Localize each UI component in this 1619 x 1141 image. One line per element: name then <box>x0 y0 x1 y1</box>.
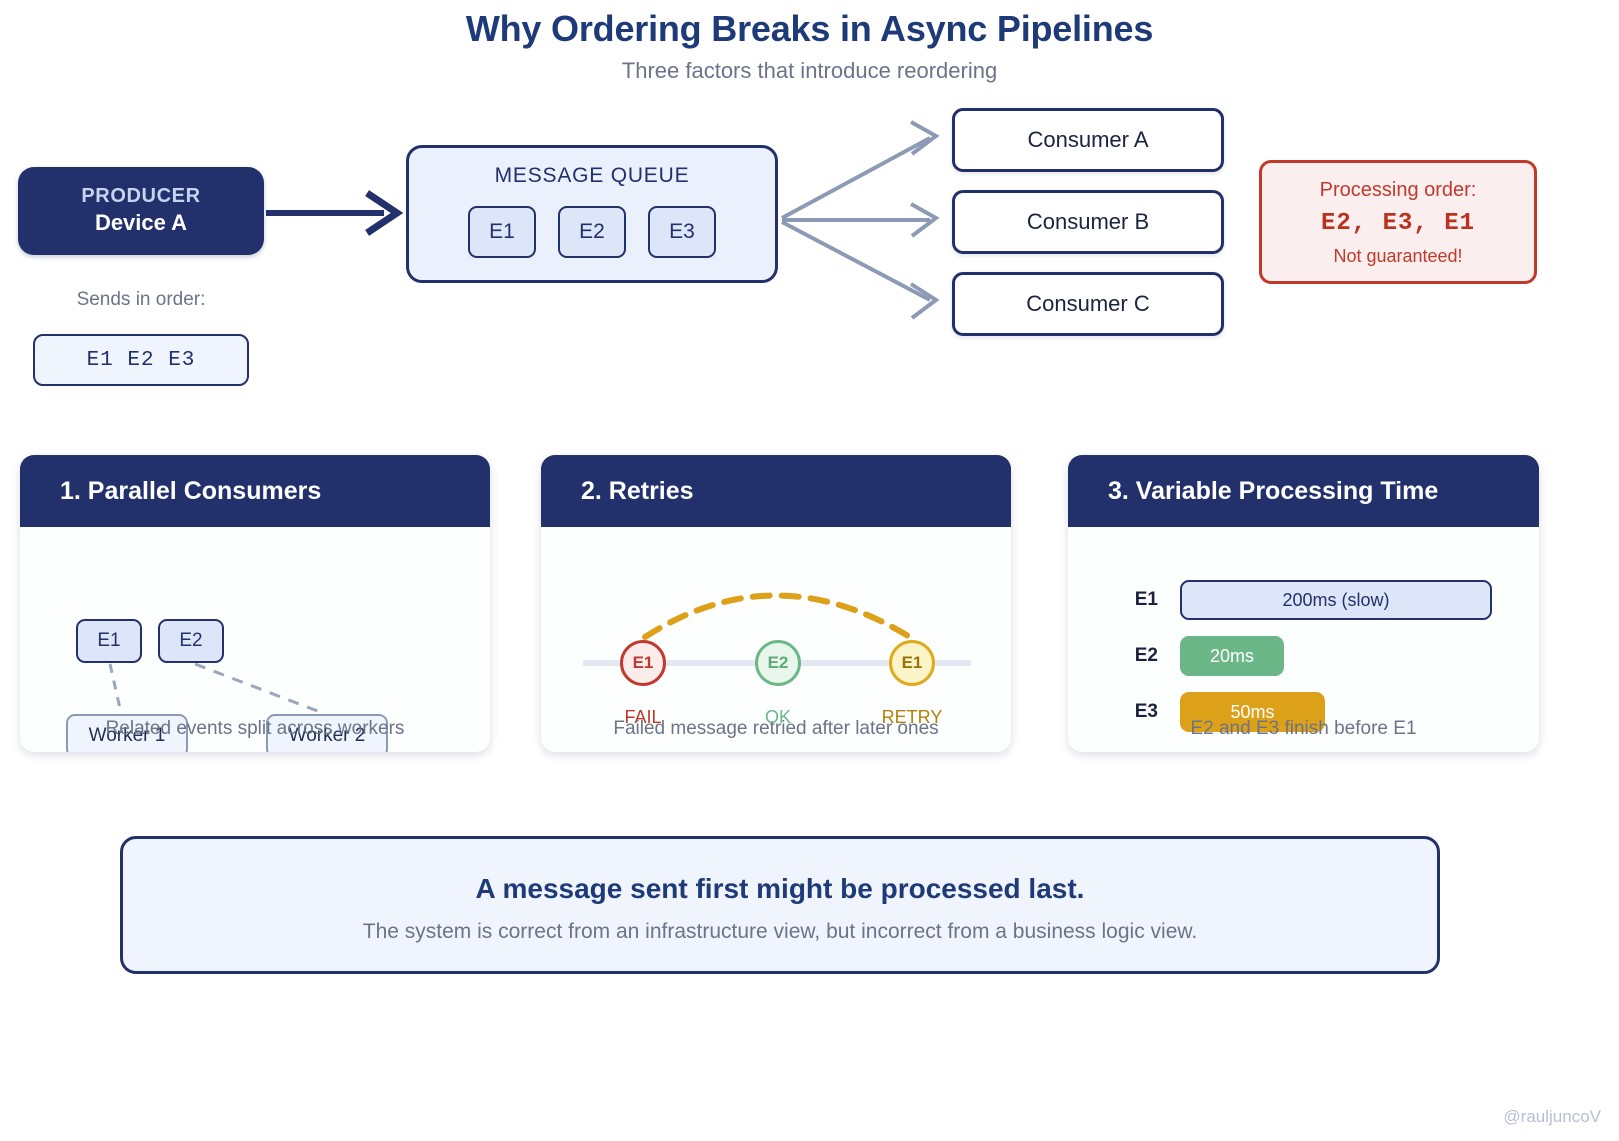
processing-bar-row-e3: E3 50ms <box>1068 691 1539 733</box>
producer-to-queue-arrow <box>266 190 404 236</box>
retry-status-fail: FAIL <box>624 707 662 727</box>
queue-chip-e1: E1 <box>468 206 536 258</box>
card-3-caption: E2 and E3 finish before E1 <box>1190 718 1417 739</box>
sends-in-order-sequence: E1 E2 E3 <box>33 334 249 386</box>
card-variable-processing-time: 3. Variable Processing Time E1 200ms (sl… <box>1068 455 1539 752</box>
retry-node-ok: E2 <box>755 640 801 686</box>
bar-key-e3: E3 <box>1134 701 1158 722</box>
bar-key-e2: E2 <box>1134 645 1158 666</box>
consumer-b-node: Consumer B <box>952 190 1224 254</box>
card-3-header: 3. Variable Processing Time <box>1068 455 1539 527</box>
page-title: Why Ordering Breaks in Async Pipelines <box>465 8 1154 49</box>
retry-status-retry: RETRY <box>881 707 943 727</box>
card-2-caption: Failed message retried after later ones <box>613 718 939 739</box>
processing-order-note: Not guaranteed! <box>1333 245 1463 266</box>
producer-kicker: PRODUCER <box>81 185 201 208</box>
retry-node-fail: E1 <box>620 640 666 686</box>
card-parallel-consumers: 1. Parallel Consumers E1 E2 Worker 1 Wor… <box>20 455 490 752</box>
card-3-title: 3. Variable Processing Time <box>1108 476 1439 505</box>
card-2-title: 2. Retries <box>581 476 694 505</box>
event-worker-connector-lines <box>108 662 321 714</box>
message-queue-node: MESSAGE QUEUE E1 E2 E3 <box>406 145 778 283</box>
retry-status-ok: OK <box>764 707 791 727</box>
bar-value-e3: 50ms <box>1180 692 1325 732</box>
bar-value-e2: 20ms <box>1180 636 1284 676</box>
processing-bar-row-e1: E1 200ms (slow) <box>1068 579 1539 621</box>
queue-chip-e2: E2 <box>558 206 626 258</box>
conclusion-callout: A message sent first might be processed … <box>120 836 1440 974</box>
producer-name: Device A <box>94 210 188 236</box>
queue-chip-e3: E3 <box>648 206 716 258</box>
sends-in-order-label: Sends in order: <box>76 289 206 310</box>
processing-order-label: Processing order: <box>1319 179 1477 202</box>
conclusion-subtext: The system is correct from an infrastruc… <box>362 919 1198 943</box>
retry-node-retry: E1 <box>889 640 935 686</box>
bar-value-e1: 200ms (slow) <box>1180 580 1492 620</box>
card1-event-e1: E1 <box>76 619 142 663</box>
conclusion-headline: A message sent first might be processed … <box>475 872 1085 904</box>
consumer-a-node: Consumer A <box>952 108 1224 172</box>
card-1-title: 1. Parallel Consumers <box>60 476 322 505</box>
card-retries: 2. Retries E1 E2 E1 FAIL OK RETRY Failed… <box>541 455 1011 752</box>
card-2-header: 2. Retries <box>541 455 1011 527</box>
card-1-body: E1 E2 Worker 1 Worker 2 Related events s… <box>20 527 490 752</box>
consumer-c-node: Consumer C <box>952 272 1224 336</box>
bar-key-e1: E1 <box>1134 589 1158 610</box>
author-watermark: @rauljuncoV <box>1503 1107 1601 1126</box>
card-3-body: E1 200ms (slow) E2 20ms E3 50ms E2 and E… <box>1068 527 1539 752</box>
processing-bar-row-e2: E2 20ms <box>1068 635 1539 677</box>
processing-order-callout: Processing order: E2, E3, E1 Not guarant… <box>1259 160 1537 284</box>
queue-to-consumers-arrows <box>781 120 940 320</box>
page-subtitle: Three factors that introduce reordering <box>621 58 998 83</box>
card1-event-e2: E2 <box>158 619 224 663</box>
worker-2-node: Worker 2 <box>266 714 388 752</box>
card-1-caption: Related events split across workers <box>105 718 405 739</box>
producer-node: PRODUCER Device A <box>18 167 264 255</box>
message-queue-title: MESSAGE QUEUE <box>494 164 690 187</box>
processing-order-sequence: E2, E3, E1 <box>1320 210 1476 238</box>
message-queue-items: E1 E2 E3 <box>409 206 775 258</box>
worker-1-node: Worker 1 <box>66 714 188 752</box>
card-2-body: E1 E2 E1 FAIL OK RETRY Failed message re… <box>541 527 1011 752</box>
card-1-header: 1. Parallel Consumers <box>20 455 490 527</box>
